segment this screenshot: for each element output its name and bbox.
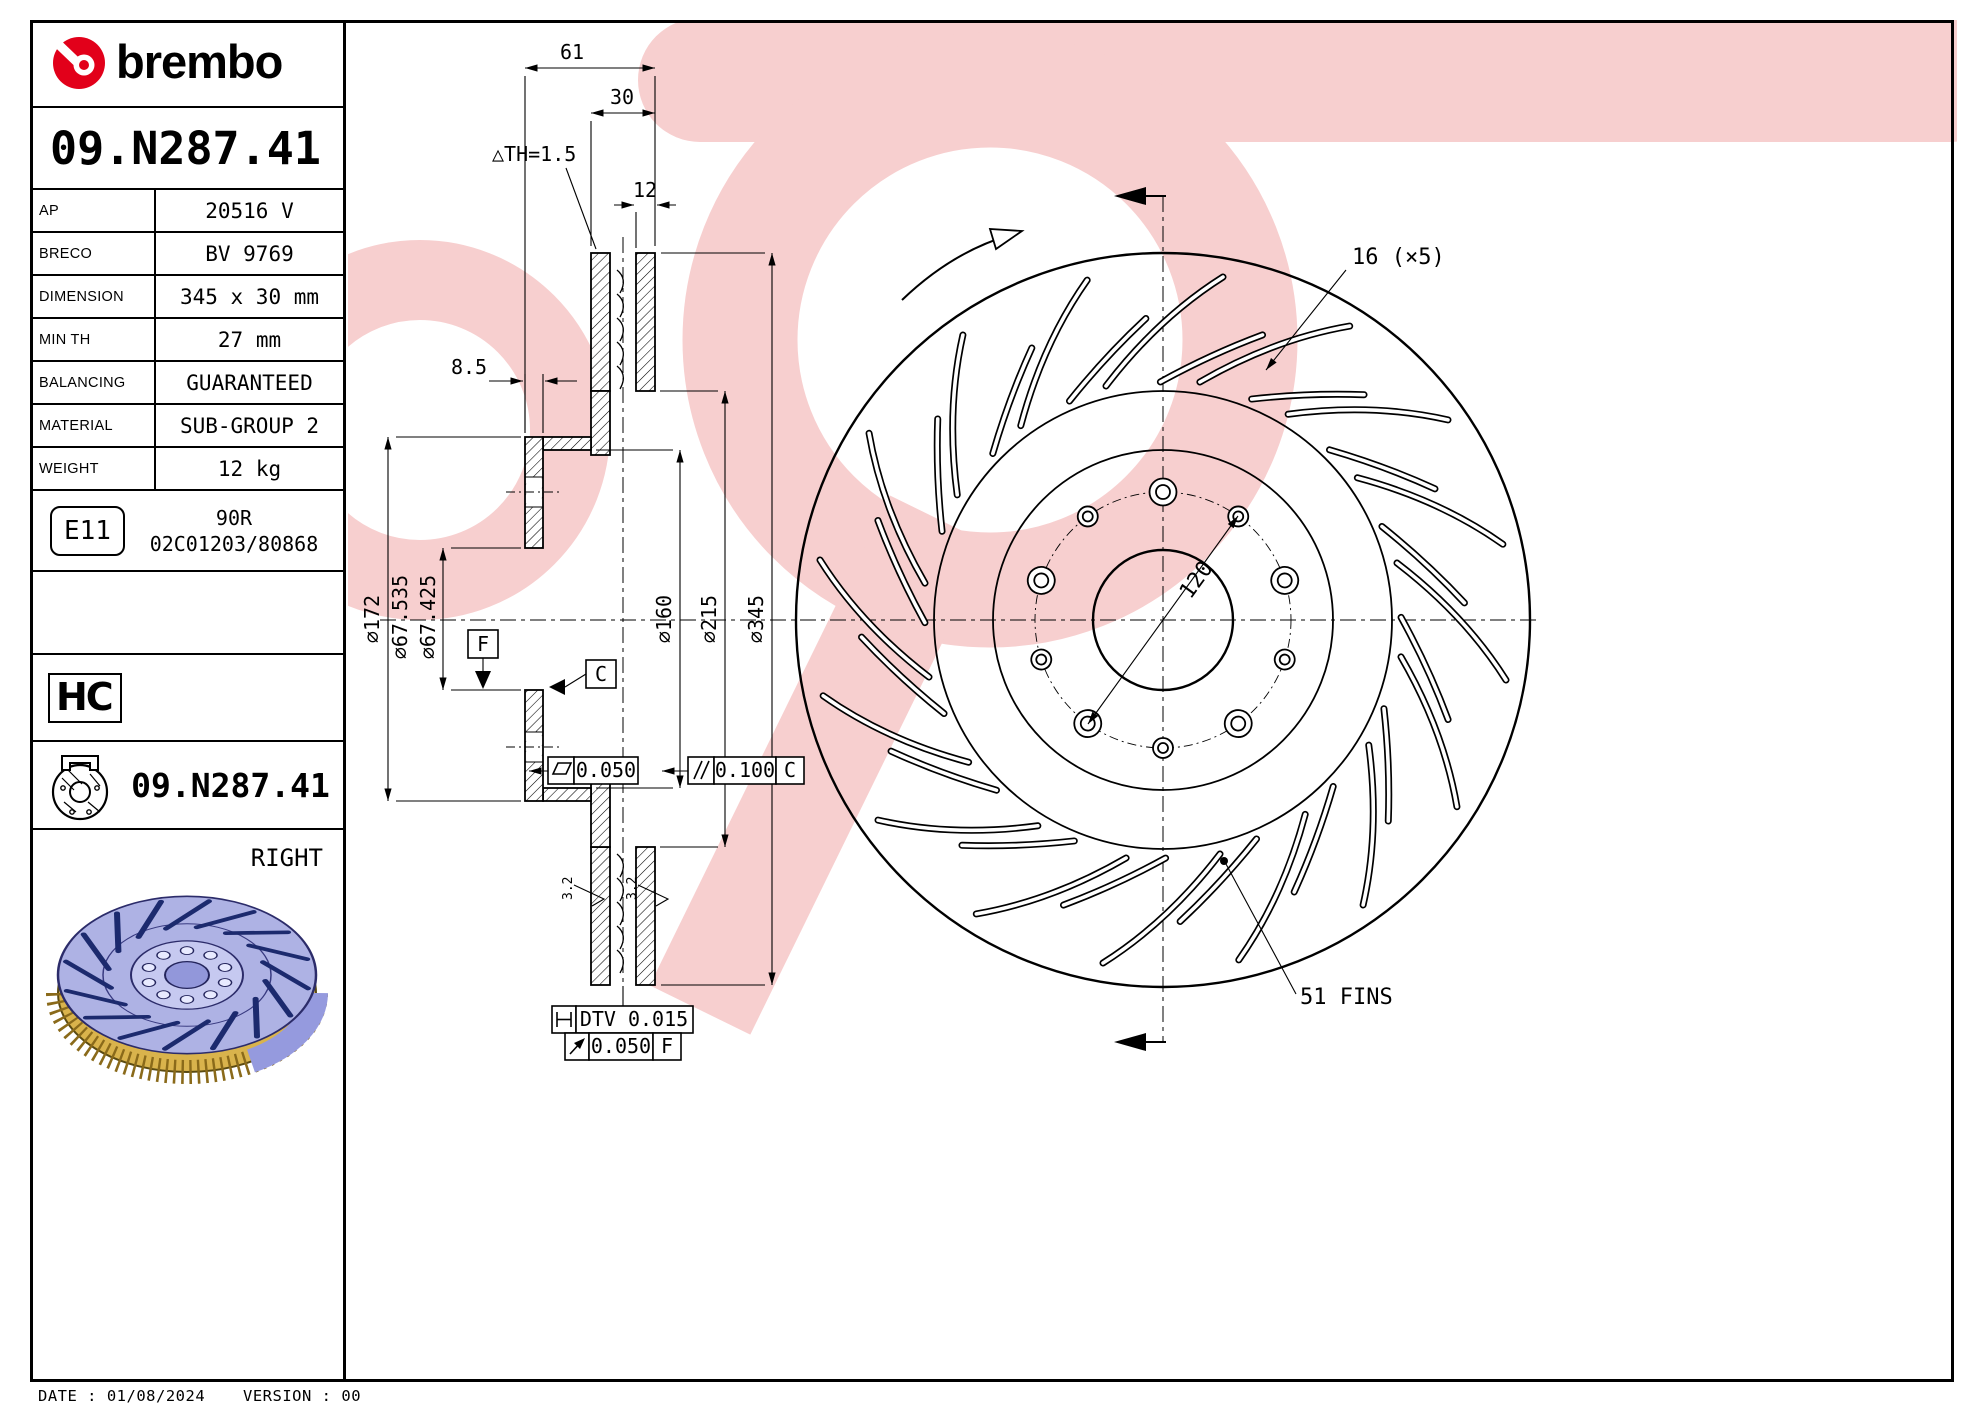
date-value: 01/08/2024: [106, 1387, 206, 1405]
spec-row-breco: BRECO BV 9769: [30, 233, 343, 276]
vent-fins: [616, 269, 624, 974]
rotation-arrow: [901, 228, 1025, 301]
orientation-label: RIGHT: [250, 844, 323, 872]
runout-value: 0.050: [591, 1034, 651, 1058]
runout-datum: F: [661, 1034, 673, 1058]
spec-label: MIN TH: [30, 319, 156, 360]
spec-label: DIMENSION: [30, 276, 156, 317]
svg-text:F: F: [477, 632, 489, 656]
section-cut-arrow-bottom: [1114, 1033, 1166, 1051]
date-label: DATE :: [38, 1387, 97, 1405]
hc-mark: HC: [48, 672, 122, 723]
spec-row-material: MATERIAL SUB-GROUP 2: [30, 405, 343, 448]
homologation-number: 90R 02C01203/80868: [125, 505, 343, 557]
disc-illustration: [45, 895, 328, 1084]
spec-sidebar: brembo 09.N287.41 AP 20516 V BRECO BV 9769…: [30, 20, 346, 1382]
dim-friction-inner-diameter: ⌀215: [697, 595, 721, 643]
spec-label: WEIGHT: [30, 448, 156, 489]
orientation-block: RIGHT: [30, 830, 343, 1382]
svg-text:3.2: 3.2: [561, 877, 576, 900]
cross-section-view: 61 30 △TH=1.5 12 8.5 ⌀172: [360, 40, 1538, 1061]
spec-value: SUB-GROUP 2: [179, 413, 320, 438]
hat-circle: [992, 449, 1334, 791]
dim-bore-min: ⌀67.425: [416, 575, 440, 659]
svg-text:51 FINS: 51 FINS: [1300, 985, 1393, 1010]
brembo-logo-icon: [52, 37, 105, 89]
spec-row-weight: WEIGHT 12 kg: [30, 448, 343, 491]
fins-label: 51 FINS: [1220, 857, 1393, 1010]
part-number-repeat: 09.N287.41: [131, 765, 330, 805]
dim-bore-max: ⌀67.535: [388, 575, 412, 659]
dim-overall-width: 61: [560, 40, 584, 64]
dim-plate: 12: [633, 178, 657, 202]
svg-text:3.2: 3.2: [625, 877, 640, 900]
disc-face: [56, 895, 317, 1055]
datum-f: F: [467, 629, 499, 689]
spec-value: 27 mm: [217, 327, 282, 352]
disc-outer-circle: [794, 251, 1532, 989]
part-number-repeat-row: 09.N287.41: [30, 742, 343, 830]
spec-value: BV 9769: [205, 241, 294, 266]
homologation-line1: 90R: [215, 505, 253, 530]
spec-table: AP 20516 V BRECO BV 9769 DIMENSION 345 x 30…: [30, 190, 343, 491]
section-metal: [506, 252, 656, 986]
technical-drawing: 61 30 △TH=1.5 12 8.5 ⌀172: [348, 20, 1957, 1061]
spec-row-dimension: DIMENSION 345 x 30 mm: [30, 276, 343, 319]
spec-label: BALANCING: [30, 362, 156, 403]
version-value: 00: [341, 1387, 362, 1405]
spec-label: BRECO: [30, 233, 156, 274]
front-view: 120 16 (×5) 51 FINS: [794, 187, 1532, 1051]
parallelism-value: 0.100: [715, 758, 775, 782]
spec-row-balancing: BALANCING GUARANTEED: [30, 362, 343, 405]
svg-text:C: C: [595, 662, 607, 686]
spec-value: 345 x 30 mm: [179, 284, 320, 309]
part-number-row: 09.N287.41: [30, 108, 343, 190]
section-cut-arrow-top: [1114, 187, 1166, 205]
brand-header: brembo: [30, 20, 343, 108]
spec-label: MATERIAL: [30, 405, 156, 446]
dim-outer-diameter: ⌀345: [744, 595, 768, 643]
brake-disc-caliper-icon: [51, 755, 109, 821]
spec-value: 20516 V: [205, 198, 294, 223]
footer: DATE : 01/08/2024 VERSION : 00: [38, 1387, 361, 1405]
dim-disc-thickness: 30: [610, 85, 634, 109]
flatness-frame: 0.050: [529, 756, 639, 785]
homologation-line2: 02C01203/80868: [149, 531, 319, 556]
parallelism-datum: C: [784, 758, 796, 782]
friction-inner-circle: [933, 390, 1393, 850]
dim-wear-limit: △TH=1.5: [492, 142, 576, 166]
edge-shadow: [246, 992, 328, 1073]
spec-value: 12 kg: [217, 456, 282, 481]
spec-value: GUARANTEED: [186, 370, 313, 395]
version-label: VERSION :: [243, 1387, 332, 1405]
homologation-row: E11 90R 02C01203/80868: [30, 491, 343, 572]
spec-label: AP: [30, 190, 156, 231]
roughness-mark: 3.2: [561, 877, 606, 907]
high-carbon-row: HC: [30, 655, 343, 742]
dim-hat-outer-diameter: ⌀172: [360, 595, 384, 643]
roughness-mark: 3.2: [625, 877, 670, 907]
empty-cell: [30, 572, 343, 655]
dim-hat-inner-diameter: ⌀160: [652, 595, 676, 643]
part-number: 09.N287.41: [50, 121, 321, 175]
dim-flange-thickness: 8.5: [451, 355, 487, 379]
e11-badge: E11: [50, 505, 125, 556]
spec-row-ap: AP 20516 V: [30, 190, 343, 233]
slots-label: 16 (×5): [1265, 245, 1445, 371]
dtv-value: DTV 0.015: [580, 1007, 688, 1031]
dtv-runout-frames: DTV 0.015 0.050 F: [551, 986, 694, 1061]
spec-row-min-th: MIN TH 27 mm: [30, 319, 343, 362]
datum-c: C: [549, 659, 617, 695]
svg-text:16 (×5): 16 (×5): [1352, 245, 1445, 270]
flatness-value: 0.050: [576, 758, 636, 782]
brand-wordmark: brembo: [116, 34, 283, 88]
parallelism-frame: 0.100 C: [662, 756, 805, 785]
